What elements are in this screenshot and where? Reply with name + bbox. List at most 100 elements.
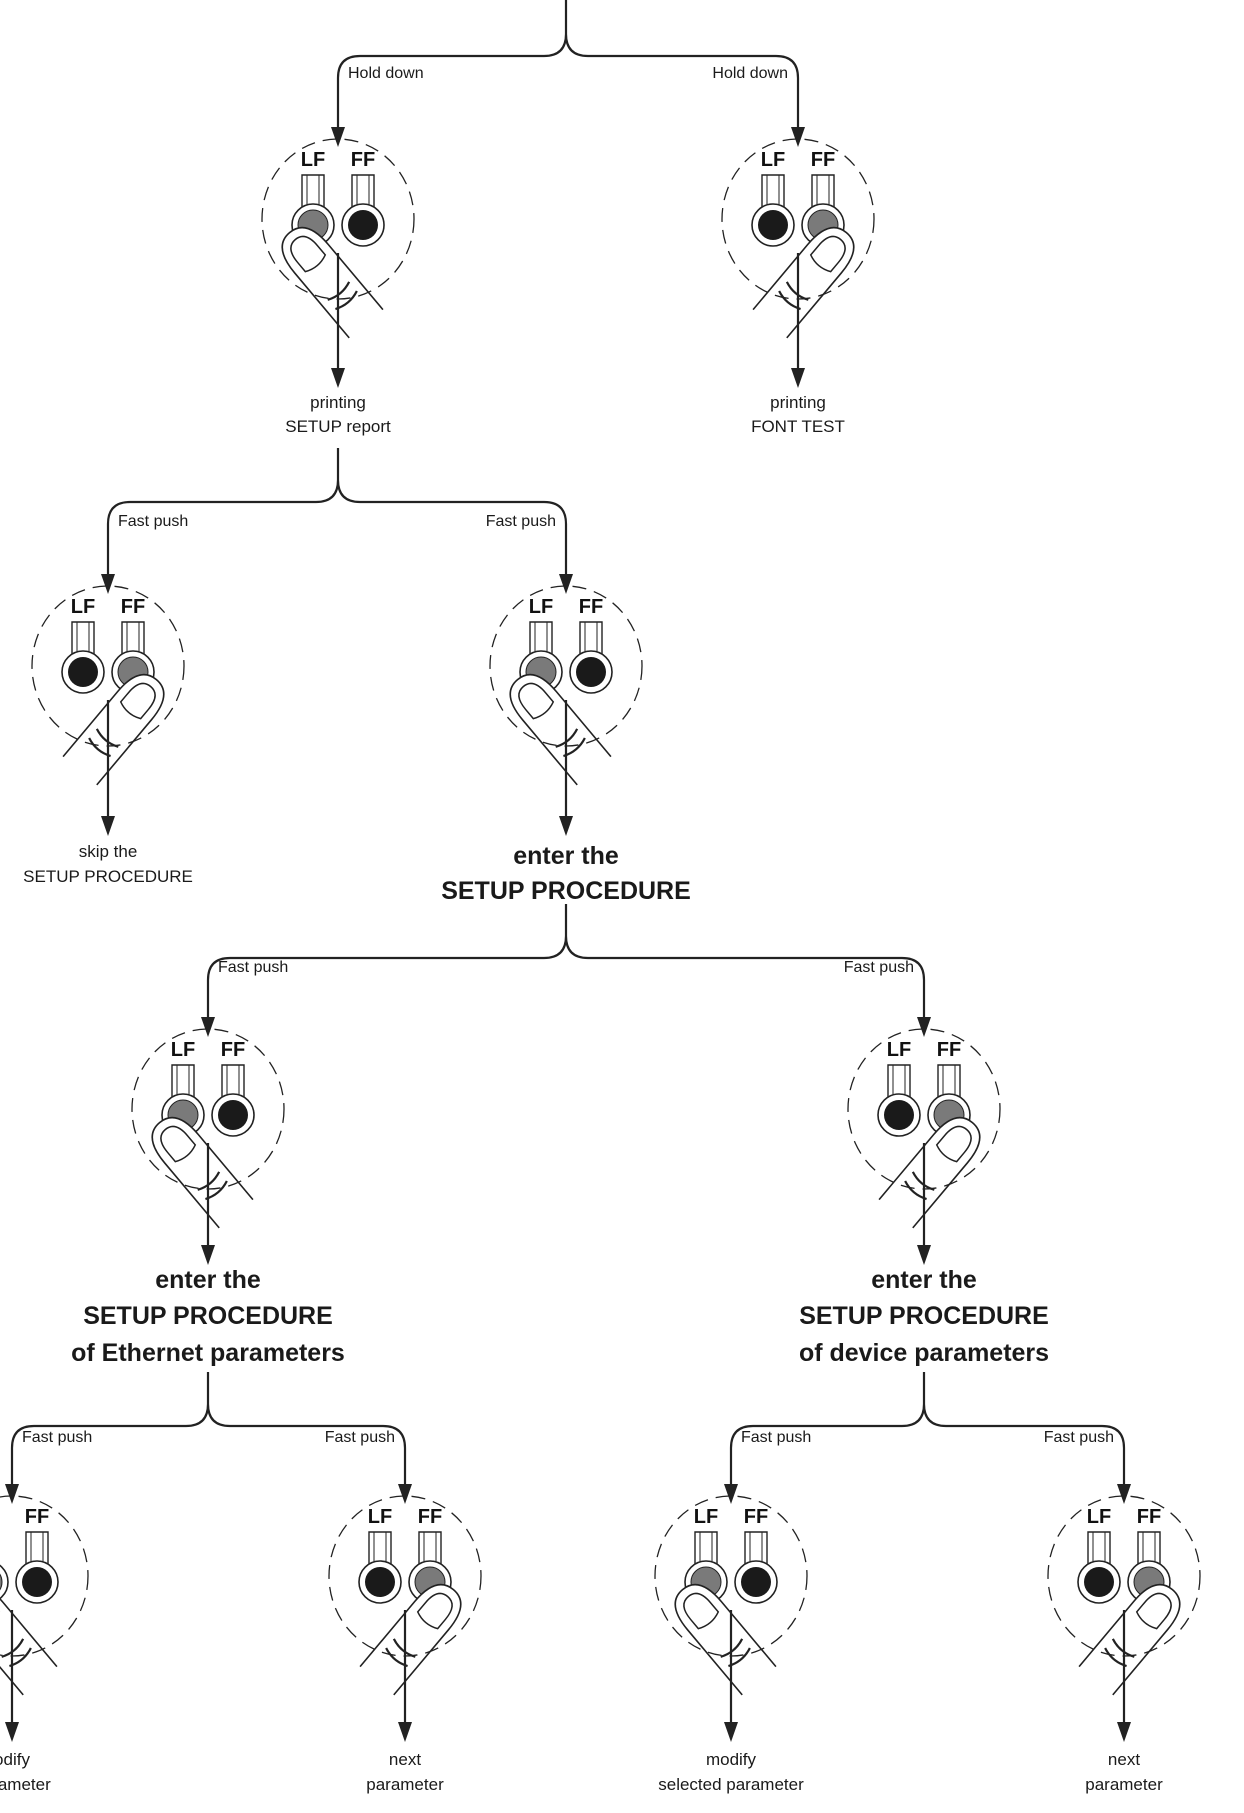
branch-label: Fast push (486, 513, 556, 530)
keypad-push-ff-eth-next: LF FF (328, 1495, 482, 1696)
keypad-outline (721, 138, 875, 300)
result-arrow-head (201, 1245, 215, 1265)
released-lf-button[interactable] (758, 210, 788, 240)
released-lf-button[interactable] (68, 657, 98, 687)
fingernail (1135, 1592, 1172, 1630)
split-setup-report-connector (106, 448, 568, 525)
released-lf-button[interactable] (884, 1100, 914, 1130)
key-label-ff: FF (1137, 1506, 1161, 1528)
result-text-line: enter the (513, 842, 619, 870)
pressed-lf-button[interactable] (0, 1567, 3, 1597)
knuckle-creases (385, 1638, 416, 1668)
key-label-ff: FF (937, 1039, 961, 1061)
branch-line (336, 0, 800, 79)
fingernail (119, 682, 156, 720)
result-text-line: SETUP PROCEDURE (23, 867, 193, 886)
finger-icon (752, 226, 855, 339)
arrow-head (791, 127, 805, 147)
keypad-push-lf-ethernet: LF FF (131, 1028, 285, 1229)
released-ff-button[interactable] (576, 657, 606, 687)
result-text-line: selected parameter (658, 1775, 804, 1794)
released-ff-button[interactable] (22, 1567, 52, 1597)
fingernail (416, 1592, 453, 1630)
key-label-lf: LF (694, 1506, 718, 1528)
branch-label: Fast push (325, 1429, 395, 1446)
key-label-lf: LF (301, 149, 325, 171)
branch-label: Fast push (22, 1429, 92, 1446)
knuckle-creases (327, 281, 358, 311)
key-label-lf: LF (171, 1039, 195, 1061)
key-label-lf: LF (1087, 1506, 1111, 1528)
arrow-head (201, 1017, 215, 1037)
split-device-connector (729, 1372, 1126, 1449)
arrow-head (331, 127, 345, 147)
result-arrow-head (1117, 1722, 1131, 1742)
result-arrow-head (398, 1722, 412, 1742)
keypad-outline (261, 138, 415, 300)
result-arrow-head (5, 1722, 19, 1742)
branch-label: Fast push (844, 959, 914, 976)
finger-icon (674, 1583, 777, 1696)
result-text-line: parameter (366, 1775, 444, 1794)
result-text-line: printing (310, 393, 366, 412)
key-label-lf: LF (368, 1506, 392, 1528)
keypad-outline (328, 1495, 482, 1657)
released-ff-button[interactable] (348, 210, 378, 240)
finger-icon (62, 673, 165, 786)
keypad-outline (31, 585, 185, 747)
branch-line (729, 1372, 1126, 1449)
keypad-outline (131, 1028, 285, 1190)
released-ff-button[interactable] (741, 1567, 771, 1597)
result-arrow-head (559, 816, 573, 836)
released-lf-button[interactable] (365, 1567, 395, 1597)
arrow-head (398, 1484, 412, 1504)
keypad-push-ff-dev-next: LF FF (1047, 1495, 1201, 1696)
knuckle-creases (197, 1171, 228, 1201)
key-label-lf: LF (71, 596, 95, 618)
key-label-ff: FF (121, 596, 145, 618)
keypad-outline (489, 585, 643, 747)
finger-icon (359, 1583, 462, 1696)
key-label-ff: FF (221, 1039, 245, 1061)
finger-icon (878, 1116, 981, 1229)
knuckle-creases (88, 728, 119, 758)
result-text-line: odify (0, 1750, 30, 1769)
result-text-line: parameter (0, 1775, 51, 1794)
fingernail (518, 682, 555, 720)
released-lf-button[interactable] (1084, 1567, 1114, 1597)
result-arrow-head (917, 1245, 931, 1265)
finger-icon (151, 1116, 254, 1229)
result-text-line: of Ethernet parameters (71, 1339, 345, 1367)
arrow-head (1117, 1484, 1131, 1504)
key-label-ff: FF (418, 1506, 442, 1528)
result-arrow-head (331, 368, 345, 388)
branch-label: Fast push (118, 513, 188, 530)
result-text-line: SETUP PROCEDURE (83, 1302, 333, 1330)
keypad-outline (0, 1495, 89, 1657)
keypad-outline (847, 1028, 1001, 1190)
split-setup-procedure-connector (206, 904, 926, 981)
result-text-line: SETUP PROCEDURE (799, 1302, 1049, 1330)
result-text-line: FONT TEST (751, 417, 845, 436)
knuckle-creases (778, 281, 809, 311)
arrow-head (5, 1484, 19, 1504)
key-label-ff: FF (579, 596, 603, 618)
result-text-line: next (389, 1750, 421, 1769)
arrow-head (101, 574, 115, 594)
finger-outline (0, 1583, 58, 1696)
result-text-line: SETUP PROCEDURE (441, 877, 691, 905)
branch-line (10, 1372, 407, 1449)
fingernail (809, 235, 846, 273)
released-ff-button[interactable] (218, 1100, 248, 1130)
key-label-ff: FF (351, 149, 375, 171)
result-text-line: printing (770, 393, 826, 412)
